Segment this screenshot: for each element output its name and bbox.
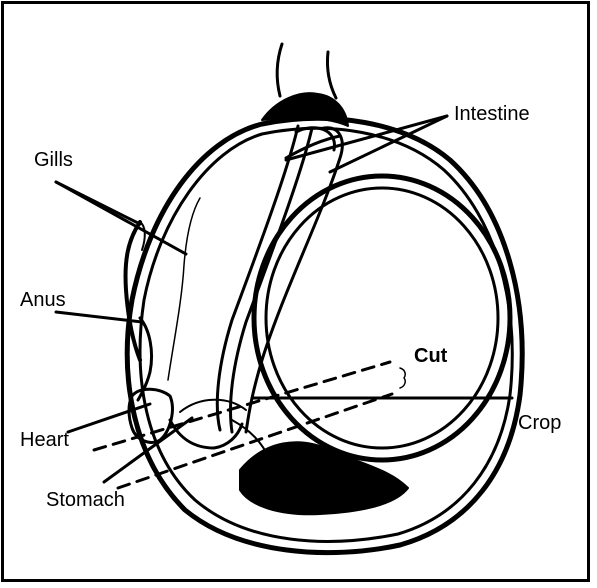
crop-label: Crop: [518, 413, 561, 433]
neck-region: [262, 44, 348, 126]
gills-label: Gills: [34, 150, 73, 170]
cut-label: Cut: [414, 346, 447, 366]
intestine-loops: [217, 126, 342, 432]
inner-cavity: [254, 176, 510, 460]
intestine-label: Intestine: [454, 104, 530, 124]
heart-label: Heart: [20, 430, 69, 450]
anus-label: Anus: [20, 290, 66, 310]
stomach-label: Stomach: [46, 490, 125, 510]
